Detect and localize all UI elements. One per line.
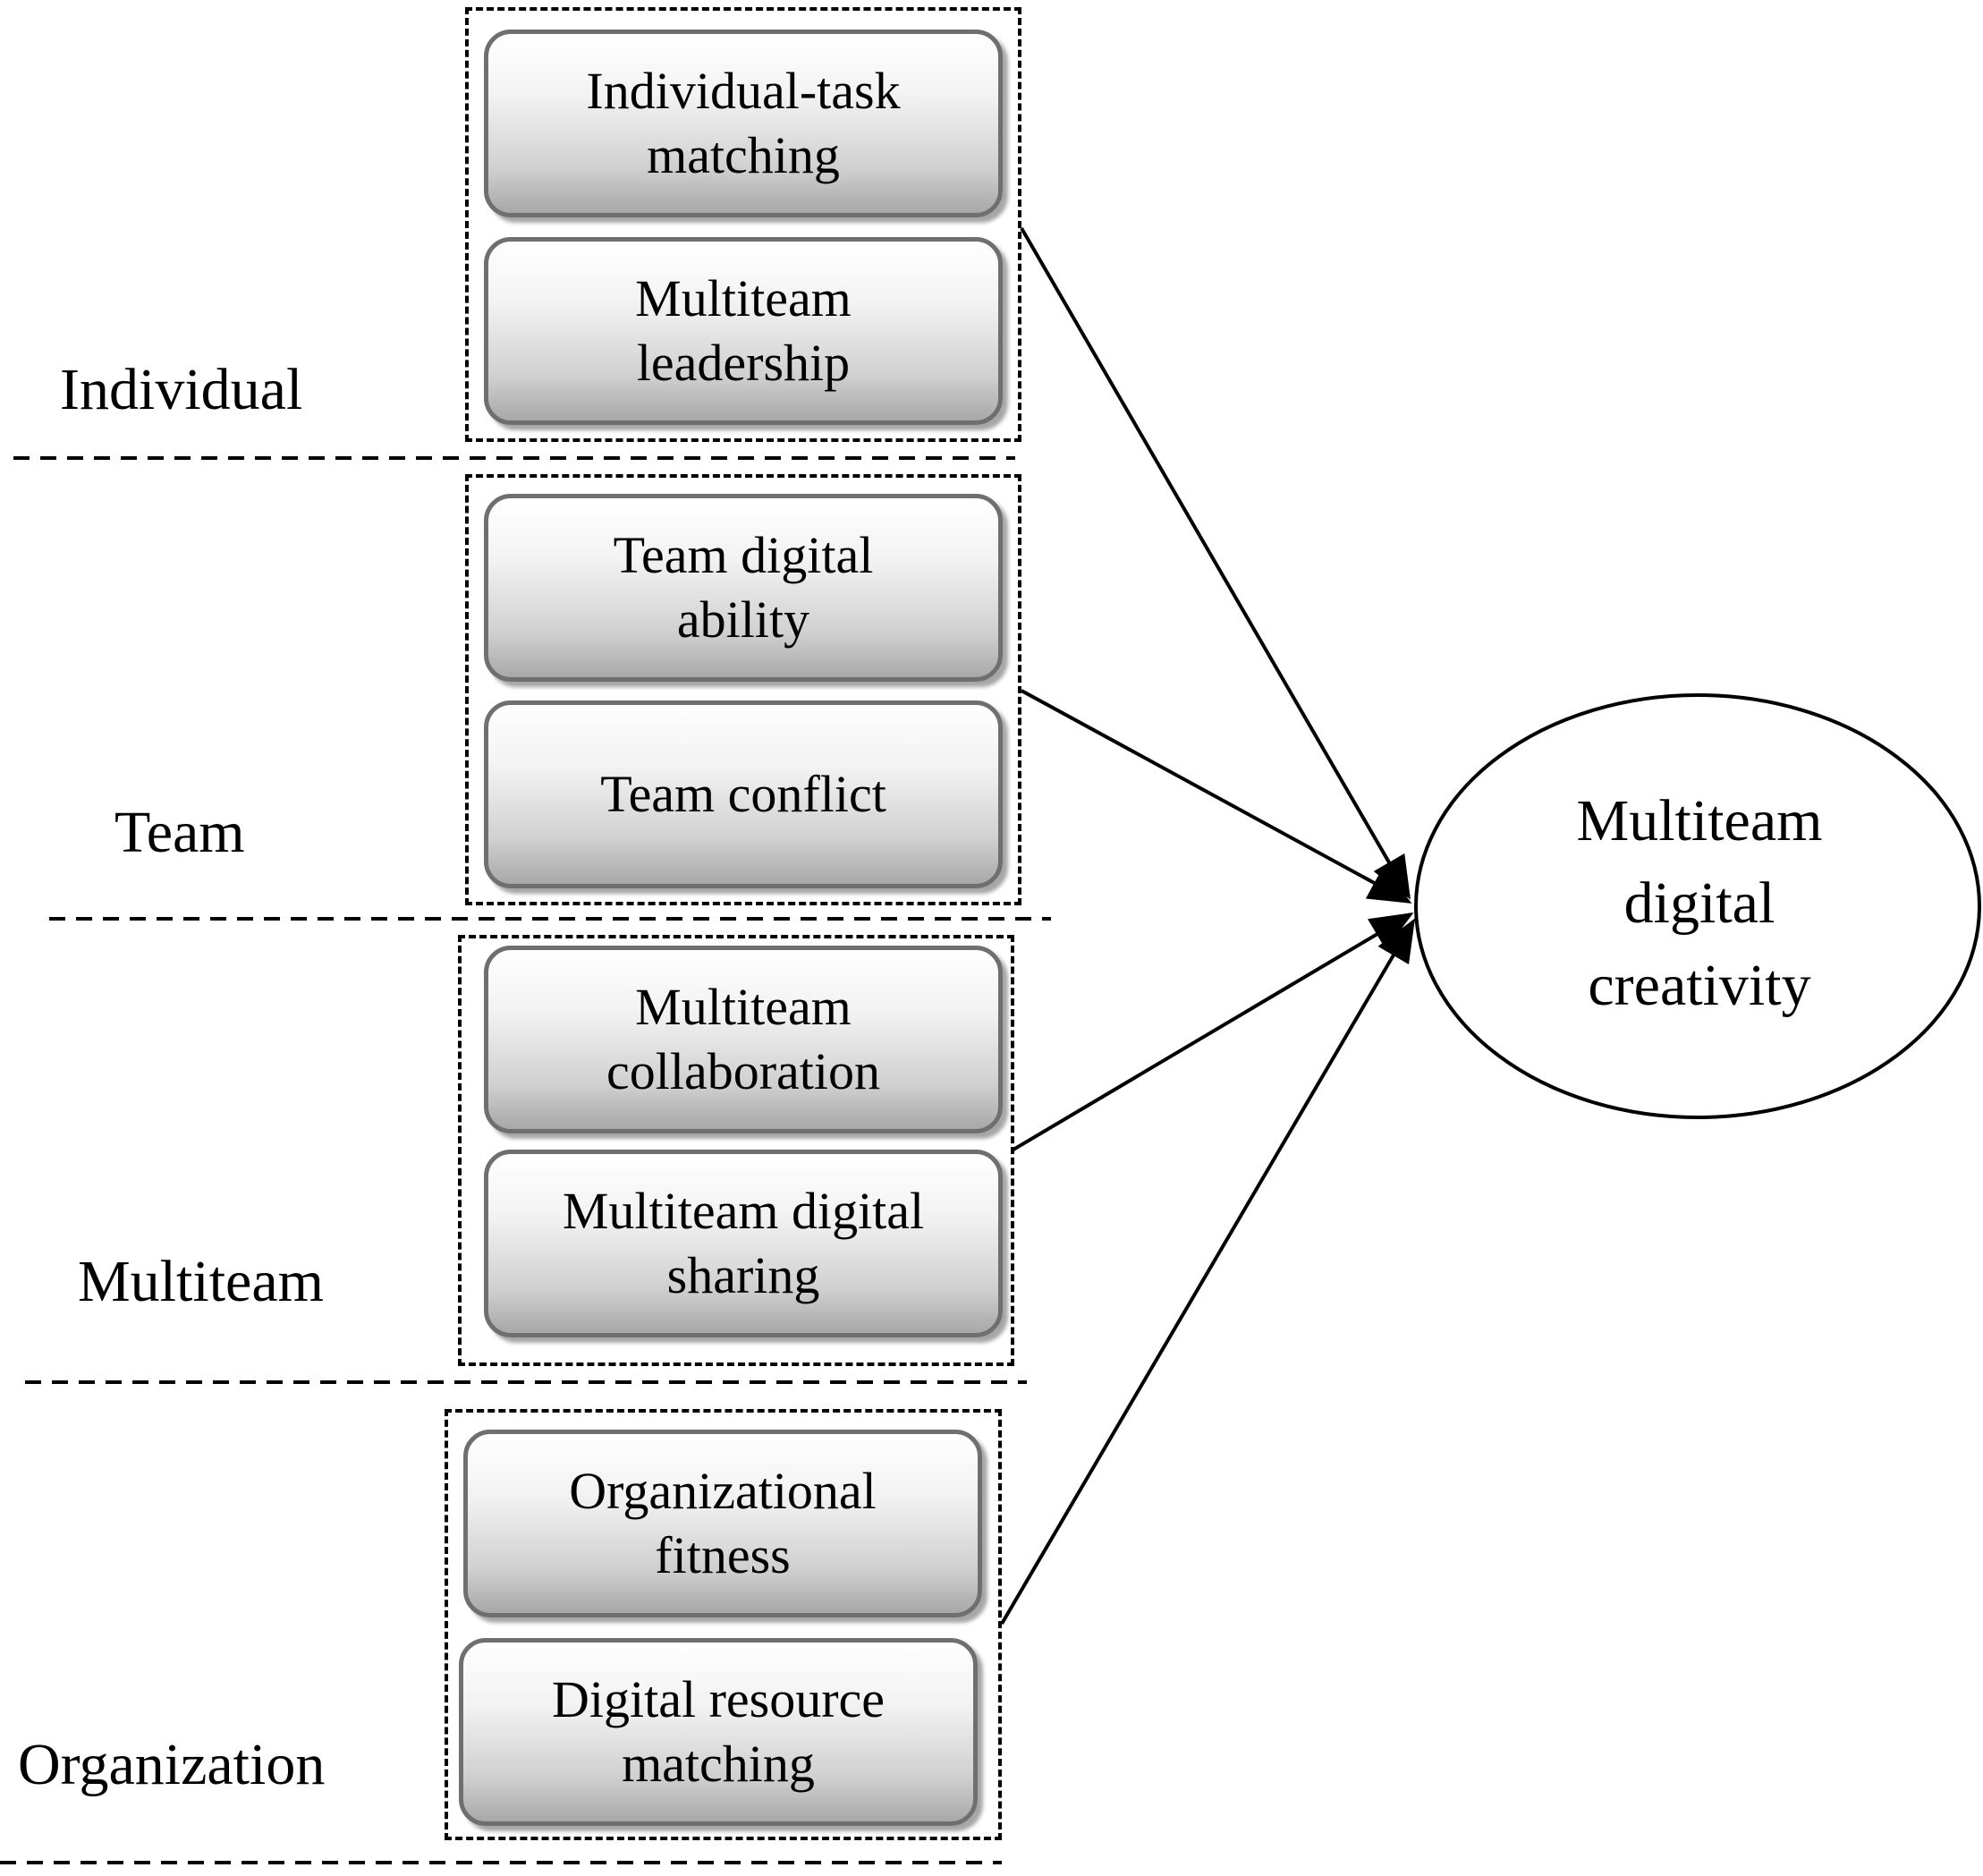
factor-label: Organizational fitness [569,1462,877,1584]
factor-label: Team conflict [600,765,886,823]
factor-label: Team digital ability [613,526,874,649]
group-box-multiteam [458,935,1014,1366]
factor-organizational-fitness: Organizational fitness [463,1430,982,1617]
level-label-organization: Organization [18,1732,326,1797]
factor-team-conflict: Team conflict [484,700,1003,888]
outcome-ellipse [1414,693,1981,1119]
group-box-individual [465,7,1021,442]
group-box-organization [445,1409,1002,1840]
factor-multiteam-collaboration: Multiteam collaboration [484,946,1003,1133]
factor-label: Digital resource matching [551,1670,885,1793]
arrow-organization-to-outcome [1000,918,1416,1626]
outcome-label: Multiteam digital creativity [1576,788,1823,1018]
factor-multiteam-leadership: Multiteam leadership [484,237,1003,425]
arrow-multiteam-to-outcome [1012,912,1414,1151]
factor-label: Multiteam collaboration [606,978,880,1100]
factor-label: Multiteam digital sharing [562,1182,925,1304]
factor-team-digital-ability: Team digital ability [484,494,1003,682]
group-box-team [465,474,1021,905]
factor-label: Multiteam leadership [635,269,852,392]
level-label-individual: Individual [60,357,303,422]
factor-digital-resource-matching: Digital resource matching [459,1638,978,1826]
factor-individual-task-matching: Individual-task matching [484,30,1003,217]
level-label-multiteam: Multiteam [78,1249,324,1314]
factor-multiteam-digital-sharing: Multiteam digital sharing [484,1150,1003,1337]
arrow-team-to-outcome [1021,689,1412,904]
level-label-team: Team [114,800,245,865]
arrow-individual-to-outcome [1020,226,1411,900]
factor-label: Individual-task matching [586,62,901,184]
